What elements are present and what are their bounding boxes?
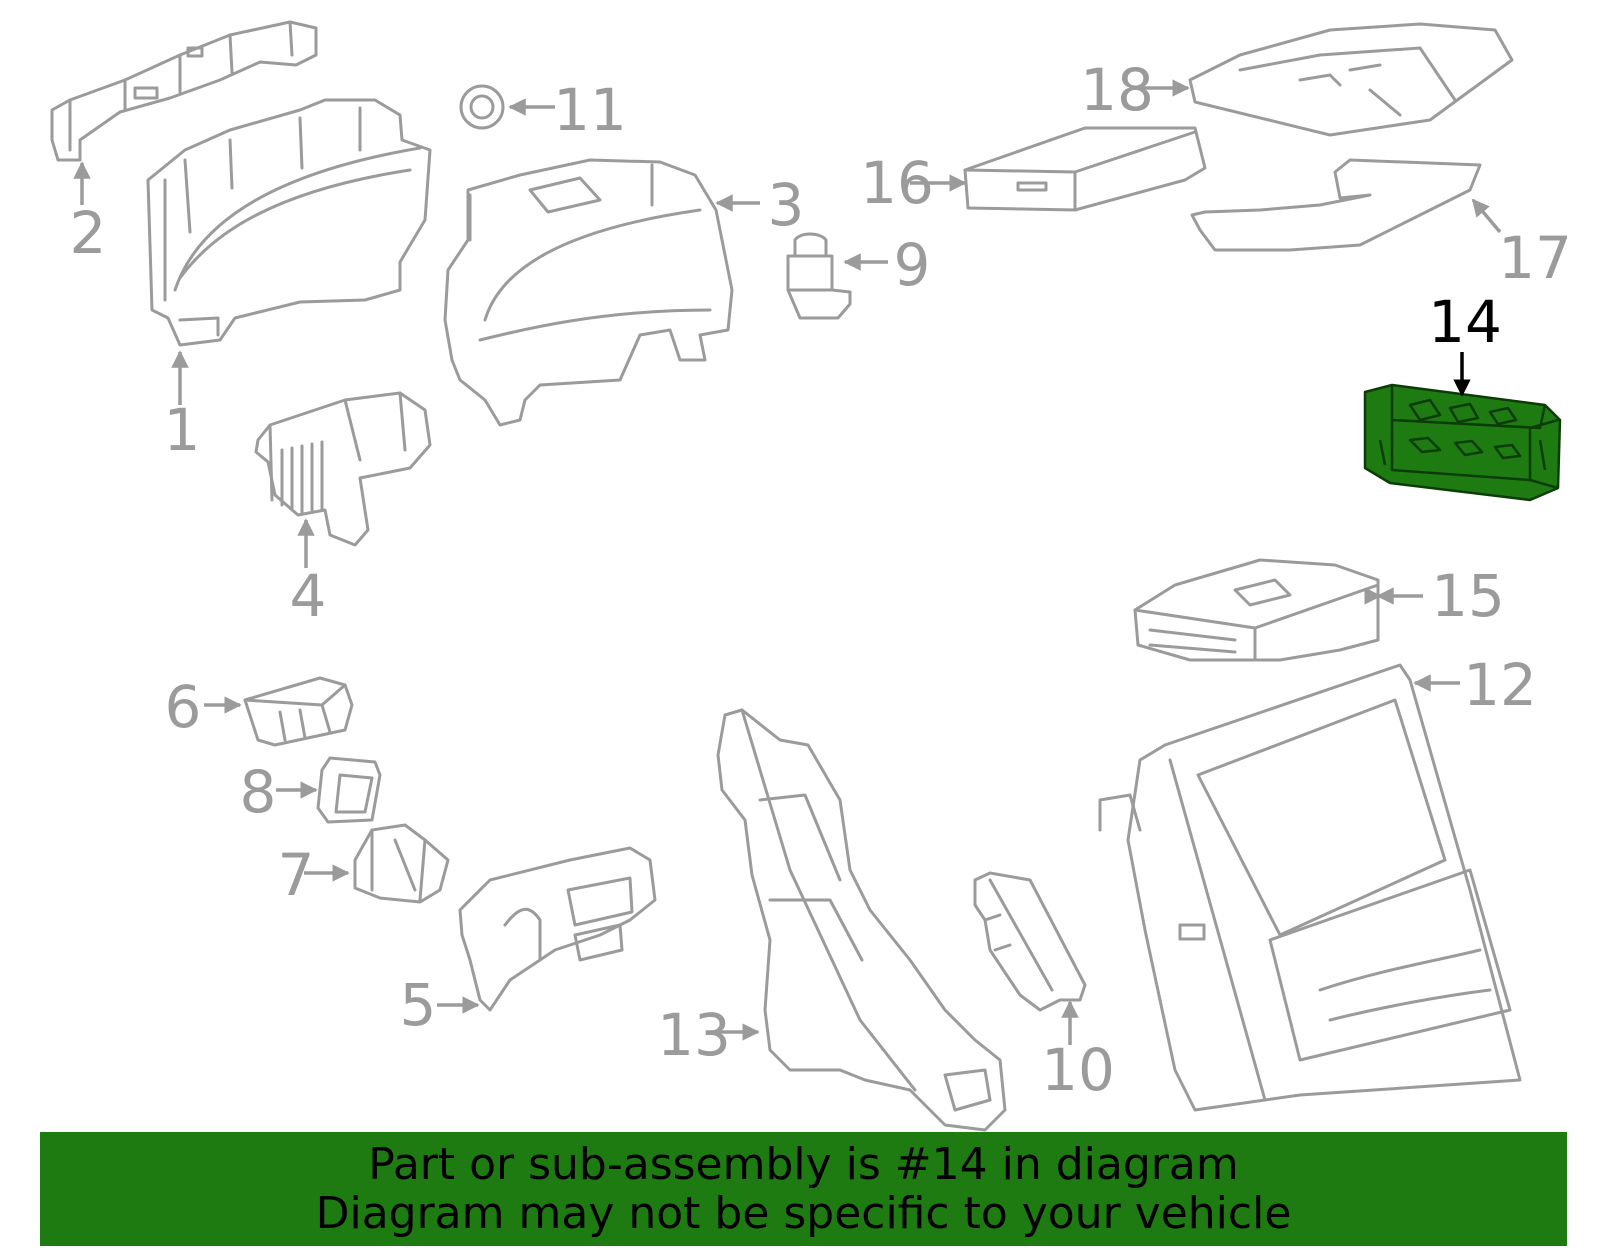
callout-9: 9 [894, 231, 931, 299]
part-18-tray [1188, 22, 1514, 137]
callout-18: 18 [1080, 56, 1154, 124]
callout-3: 3 [768, 171, 805, 239]
callout-7: 7 [278, 841, 315, 909]
callout-5: 5 [400, 971, 437, 1039]
callout-1: 1 [164, 396, 201, 464]
callout-14: 14 [1428, 288, 1502, 356]
callout-12: 12 [1463, 651, 1537, 719]
part-4-module [254, 391, 432, 547]
part-15-module [1133, 558, 1380, 662]
callout-13: 13 [657, 1001, 731, 1069]
callout-6: 6 [165, 673, 202, 741]
banner-line-1: Part or sub-assembly is #14 in diagram [368, 1139, 1239, 1190]
part-2-bracket [50, 20, 318, 162]
callout-arrows [73, 79, 1502, 1045]
part-7-switch [353, 823, 450, 904]
banner-line-2: Diagram may not be specific to your vehi… [315, 1188, 1292, 1239]
part-5-bezel [458, 846, 657, 1012]
part-1-cluster-housing [146, 98, 432, 347]
part-14-control-panel[interactable] [1363, 383, 1562, 502]
part-11-grommet [459, 84, 505, 130]
part-8-switch [316, 756, 382, 824]
part-12-display [1098, 663, 1522, 1112]
callout-10: 10 [1041, 1036, 1115, 1104]
part-16-module [963, 126, 1207, 212]
callout-15: 15 [1431, 562, 1505, 630]
callout-2: 2 [70, 199, 107, 267]
callout-17: 17 [1498, 224, 1572, 292]
callout-4: 4 [290, 562, 327, 630]
callout-numbers: 1 2 3 4 5 6 7 8 9 10 11 12 13 14 15 16 1… [70, 56, 1572, 1104]
part-10-switch-strip [973, 871, 1087, 1012]
info-banner: Part or sub-assembly is #14 in diagram D… [40, 1132, 1567, 1246]
part-17-trim [1190, 158, 1482, 252]
part-13-console [716, 708, 1007, 1132]
part-3-cluster [443, 158, 734, 427]
callout-11: 11 [553, 76, 627, 144]
part-6-switch [243, 676, 354, 747]
callout-16: 16 [860, 149, 934, 217]
part-9-switch [786, 232, 852, 320]
callout-8: 8 [240, 758, 277, 826]
